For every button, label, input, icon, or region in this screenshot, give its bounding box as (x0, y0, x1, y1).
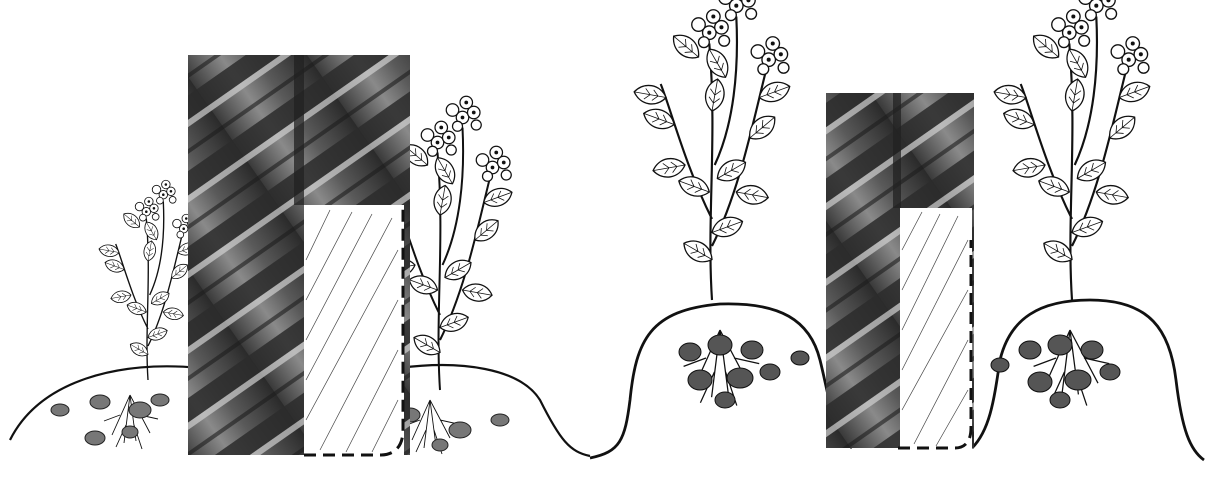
left-small-plant (98, 180, 199, 380)
left-small-plant-tubers (51, 394, 169, 445)
right-left-plant (633, 0, 793, 300)
left-panel (10, 55, 590, 456)
right-soil-ridge-profile (590, 304, 852, 458)
right-tire-groove (893, 93, 901, 208)
right-panel (590, 0, 1204, 460)
right-tire-cross-section (900, 208, 972, 448)
left-small-plant-roots (104, 395, 158, 449)
left-tire-groove (294, 55, 304, 205)
right-right-plant (993, 0, 1153, 300)
right-right-plant-tubers (991, 335, 1120, 408)
right-left-plant-tubers (679, 335, 809, 408)
